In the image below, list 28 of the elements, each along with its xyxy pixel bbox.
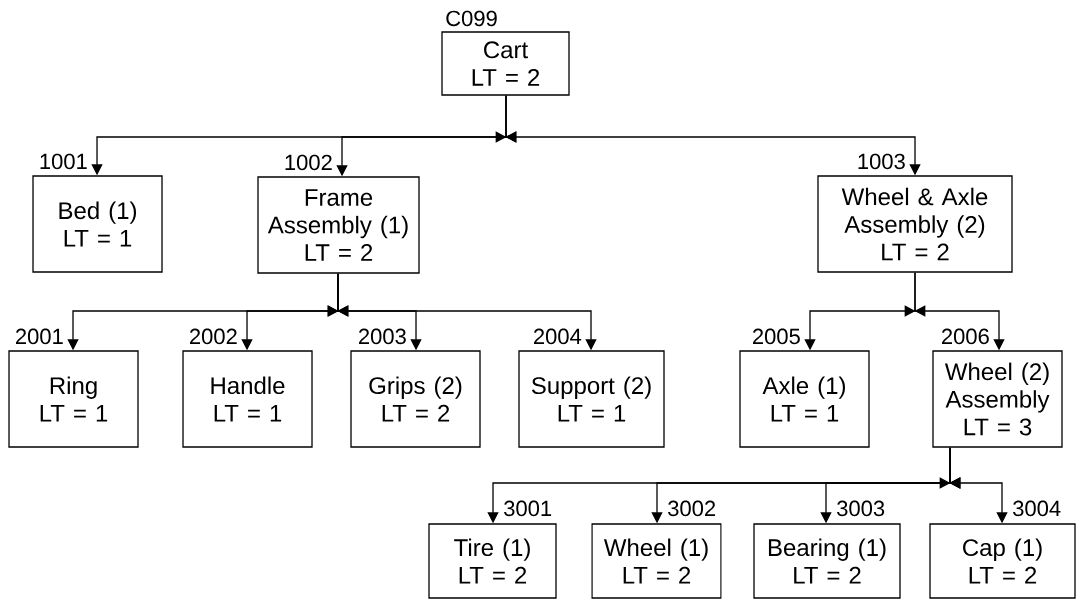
part-number: 1003 — [858, 153, 905, 170]
part-number: 2003 — [359, 328, 406, 345]
part-number: 2004 — [534, 328, 582, 345]
part-box: Bed (1) LT = 1 — [32, 175, 163, 273]
part-number: 3003 — [837, 500, 885, 517]
part-number: 3001 — [504, 500, 552, 517]
part-box: Cap (1) LT = 2 — [929, 523, 1076, 599]
part-box: Cart LT = 2 — [441, 31, 570, 96]
part-box: Bearing (1) LT = 2 — [753, 523, 901, 599]
part-number: 2006 — [942, 328, 989, 345]
part-number: 3002 — [668, 500, 716, 517]
part-number: 1001 — [40, 153, 87, 170]
part-number: 3004 — [1013, 500, 1061, 517]
part-box: Axle (1) LT = 1 — [739, 350, 870, 448]
part-box: Grips (2) LT = 2 — [350, 350, 481, 448]
part-number: 2002 — [190, 328, 237, 345]
part-box: Wheel (1) LT = 2 — [591, 523, 722, 599]
part-number: 2005 — [753, 328, 800, 345]
part-box: Ring LT = 1 — [8, 350, 139, 448]
part-box: Tire (1) LT = 2 — [428, 523, 557, 599]
part-box: Support (2) LT = 1 — [518, 350, 665, 448]
part-box: Wheel (2) Assembly LT = 3 — [932, 350, 1063, 448]
part-box: Handle LT = 1 — [182, 350, 313, 448]
part-number: 2001 — [16, 328, 63, 345]
part-number: C099 — [446, 10, 497, 27]
part-number: 1002 — [285, 154, 332, 171]
part-box: Frame Assembly (1) LT = 2 — [257, 176, 420, 274]
part-box: Wheel & Axle Assembly (2) LT = 2 — [817, 175, 1013, 273]
